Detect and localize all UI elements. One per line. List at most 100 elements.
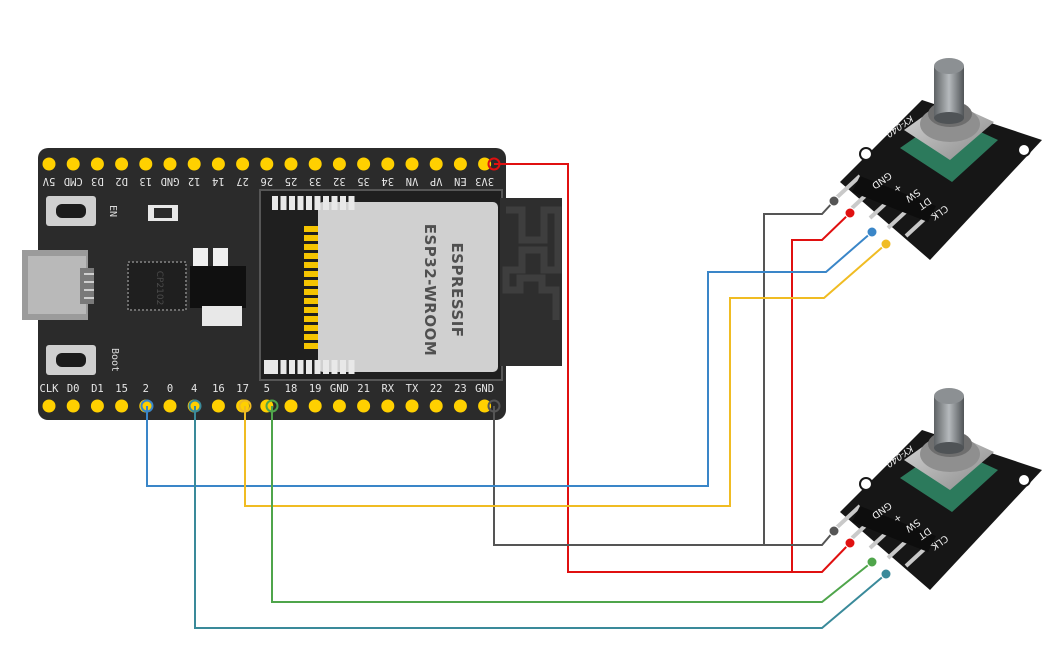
top-pin-label: 33	[309, 175, 322, 187]
encoder-connection-dot	[844, 537, 856, 549]
bottom-pin	[42, 399, 56, 413]
wire-endpoint	[140, 399, 154, 413]
bottom-pin-label: 22	[430, 383, 443, 395]
usb-chip-label: CP2102	[154, 271, 164, 306]
top-pin	[211, 157, 225, 171]
module-pads	[264, 196, 355, 374]
bottom-pin-label: 19	[309, 383, 322, 395]
encoder-connection-dot	[828, 525, 840, 537]
bottom-pin-label: 18	[285, 383, 298, 395]
voltage-regulator	[190, 248, 246, 326]
esp32-wroom-module: ESPRESSIF ESP32-WROOM	[259, 189, 562, 381]
esp32-board: EN Boot CP2102 ESPRESSI	[22, 148, 562, 420]
top-pin	[429, 157, 443, 171]
top-pin-label: 26	[260, 175, 273, 187]
bottom-pin	[429, 399, 443, 413]
en-button	[46, 196, 96, 226]
top-pin-label: 34	[381, 175, 394, 187]
top-pin-label: 12	[188, 175, 201, 187]
top-pin	[163, 157, 177, 171]
wire-endpoint	[487, 157, 501, 171]
top-pin	[139, 157, 153, 171]
wire-enc2-sw	[271, 406, 873, 603]
bottom-pin-label: GND	[330, 383, 349, 395]
wire-endpoint	[238, 399, 252, 413]
bottom-pin	[478, 399, 492, 413]
bottom-pin	[163, 399, 177, 413]
wire-3v3-power	[494, 163, 851, 573]
micro-usb-connector	[22, 250, 94, 320]
top-pin-label: 3V3	[475, 175, 494, 187]
wire-enc1-sw	[146, 231, 873, 487]
top-pin	[42, 157, 56, 171]
top-pin	[115, 157, 129, 171]
top-pin-label: CMD	[64, 175, 83, 187]
bottom-pin-label: 17	[236, 383, 249, 395]
en-button-label: EN	[107, 205, 118, 217]
boot-button	[46, 345, 96, 375]
mount-hole	[1017, 473, 1031, 487]
bottom-pin	[357, 399, 371, 413]
top-pin	[332, 157, 346, 171]
bottom-pin	[115, 399, 129, 413]
encoder-connection-dot	[866, 226, 878, 238]
bottom-pin	[332, 399, 346, 413]
bottom-pin-label: GND	[475, 383, 494, 395]
top-pin-label: EN	[454, 175, 467, 187]
bottom-pin-label: TX	[406, 383, 419, 395]
bottom-pin-label: 23	[454, 383, 467, 395]
top-pin	[405, 157, 419, 171]
encoder-shaft	[934, 66, 964, 118]
top-pin	[381, 157, 395, 171]
bottom-pin-label: 5	[264, 383, 270, 395]
bottom-pin	[211, 399, 225, 413]
wire-enc2-dt	[194, 406, 887, 629]
module-model: ESP32-WROOM	[421, 224, 439, 357]
bottom-pin	[381, 399, 395, 413]
mount-hole	[859, 147, 873, 161]
module-brand: ESPRESSIF	[448, 242, 466, 337]
top-pin-label: 27	[236, 175, 249, 187]
bottom-pin	[405, 399, 419, 413]
encoder-connection-dot	[880, 568, 892, 580]
top-pin-label: VP	[430, 175, 443, 187]
encoder-connection-dot	[880, 238, 892, 250]
bottom-pin-label: 4	[191, 383, 197, 395]
bottom-pin-label: 15	[115, 383, 128, 395]
bottom-pin-label: 21	[357, 383, 370, 395]
top-pin-label: 25	[285, 175, 298, 187]
wire-endpoint	[487, 399, 501, 413]
wires	[140, 157, 887, 629]
boot-button-label: Boot	[109, 348, 120, 372]
bottom-pin-label: CLK	[40, 383, 60, 395]
top-pin-label: 5V	[42, 175, 55, 187]
top-pin	[453, 157, 467, 171]
bottom-pin-label: D0	[67, 383, 80, 395]
top-pin	[478, 157, 492, 171]
mount-hole	[859, 477, 873, 491]
bottom-pin	[66, 399, 80, 413]
top-pin	[284, 157, 298, 171]
bottom-pin-label: 16	[212, 383, 225, 395]
usb-chip: CP2102	[127, 261, 187, 311]
top-pin	[236, 157, 250, 171]
wire-gnd	[493, 200, 835, 546]
bottom-pin	[90, 399, 104, 413]
wire-endpoint	[265, 399, 279, 413]
encoder-connection-dot	[844, 207, 856, 219]
bottom-pin-label: 0	[167, 383, 173, 395]
top-pin-label: D3	[91, 175, 104, 187]
top-pin	[90, 157, 104, 171]
bottom-pin-label: 2	[143, 383, 149, 395]
top-pin	[260, 157, 274, 171]
top-pin	[187, 157, 201, 171]
encoder-connection-dot	[866, 556, 878, 568]
bottom-pin-label: D1	[91, 383, 104, 395]
top-pin-label: 13	[139, 175, 152, 187]
top-pin-label: GND	[161, 175, 180, 187]
